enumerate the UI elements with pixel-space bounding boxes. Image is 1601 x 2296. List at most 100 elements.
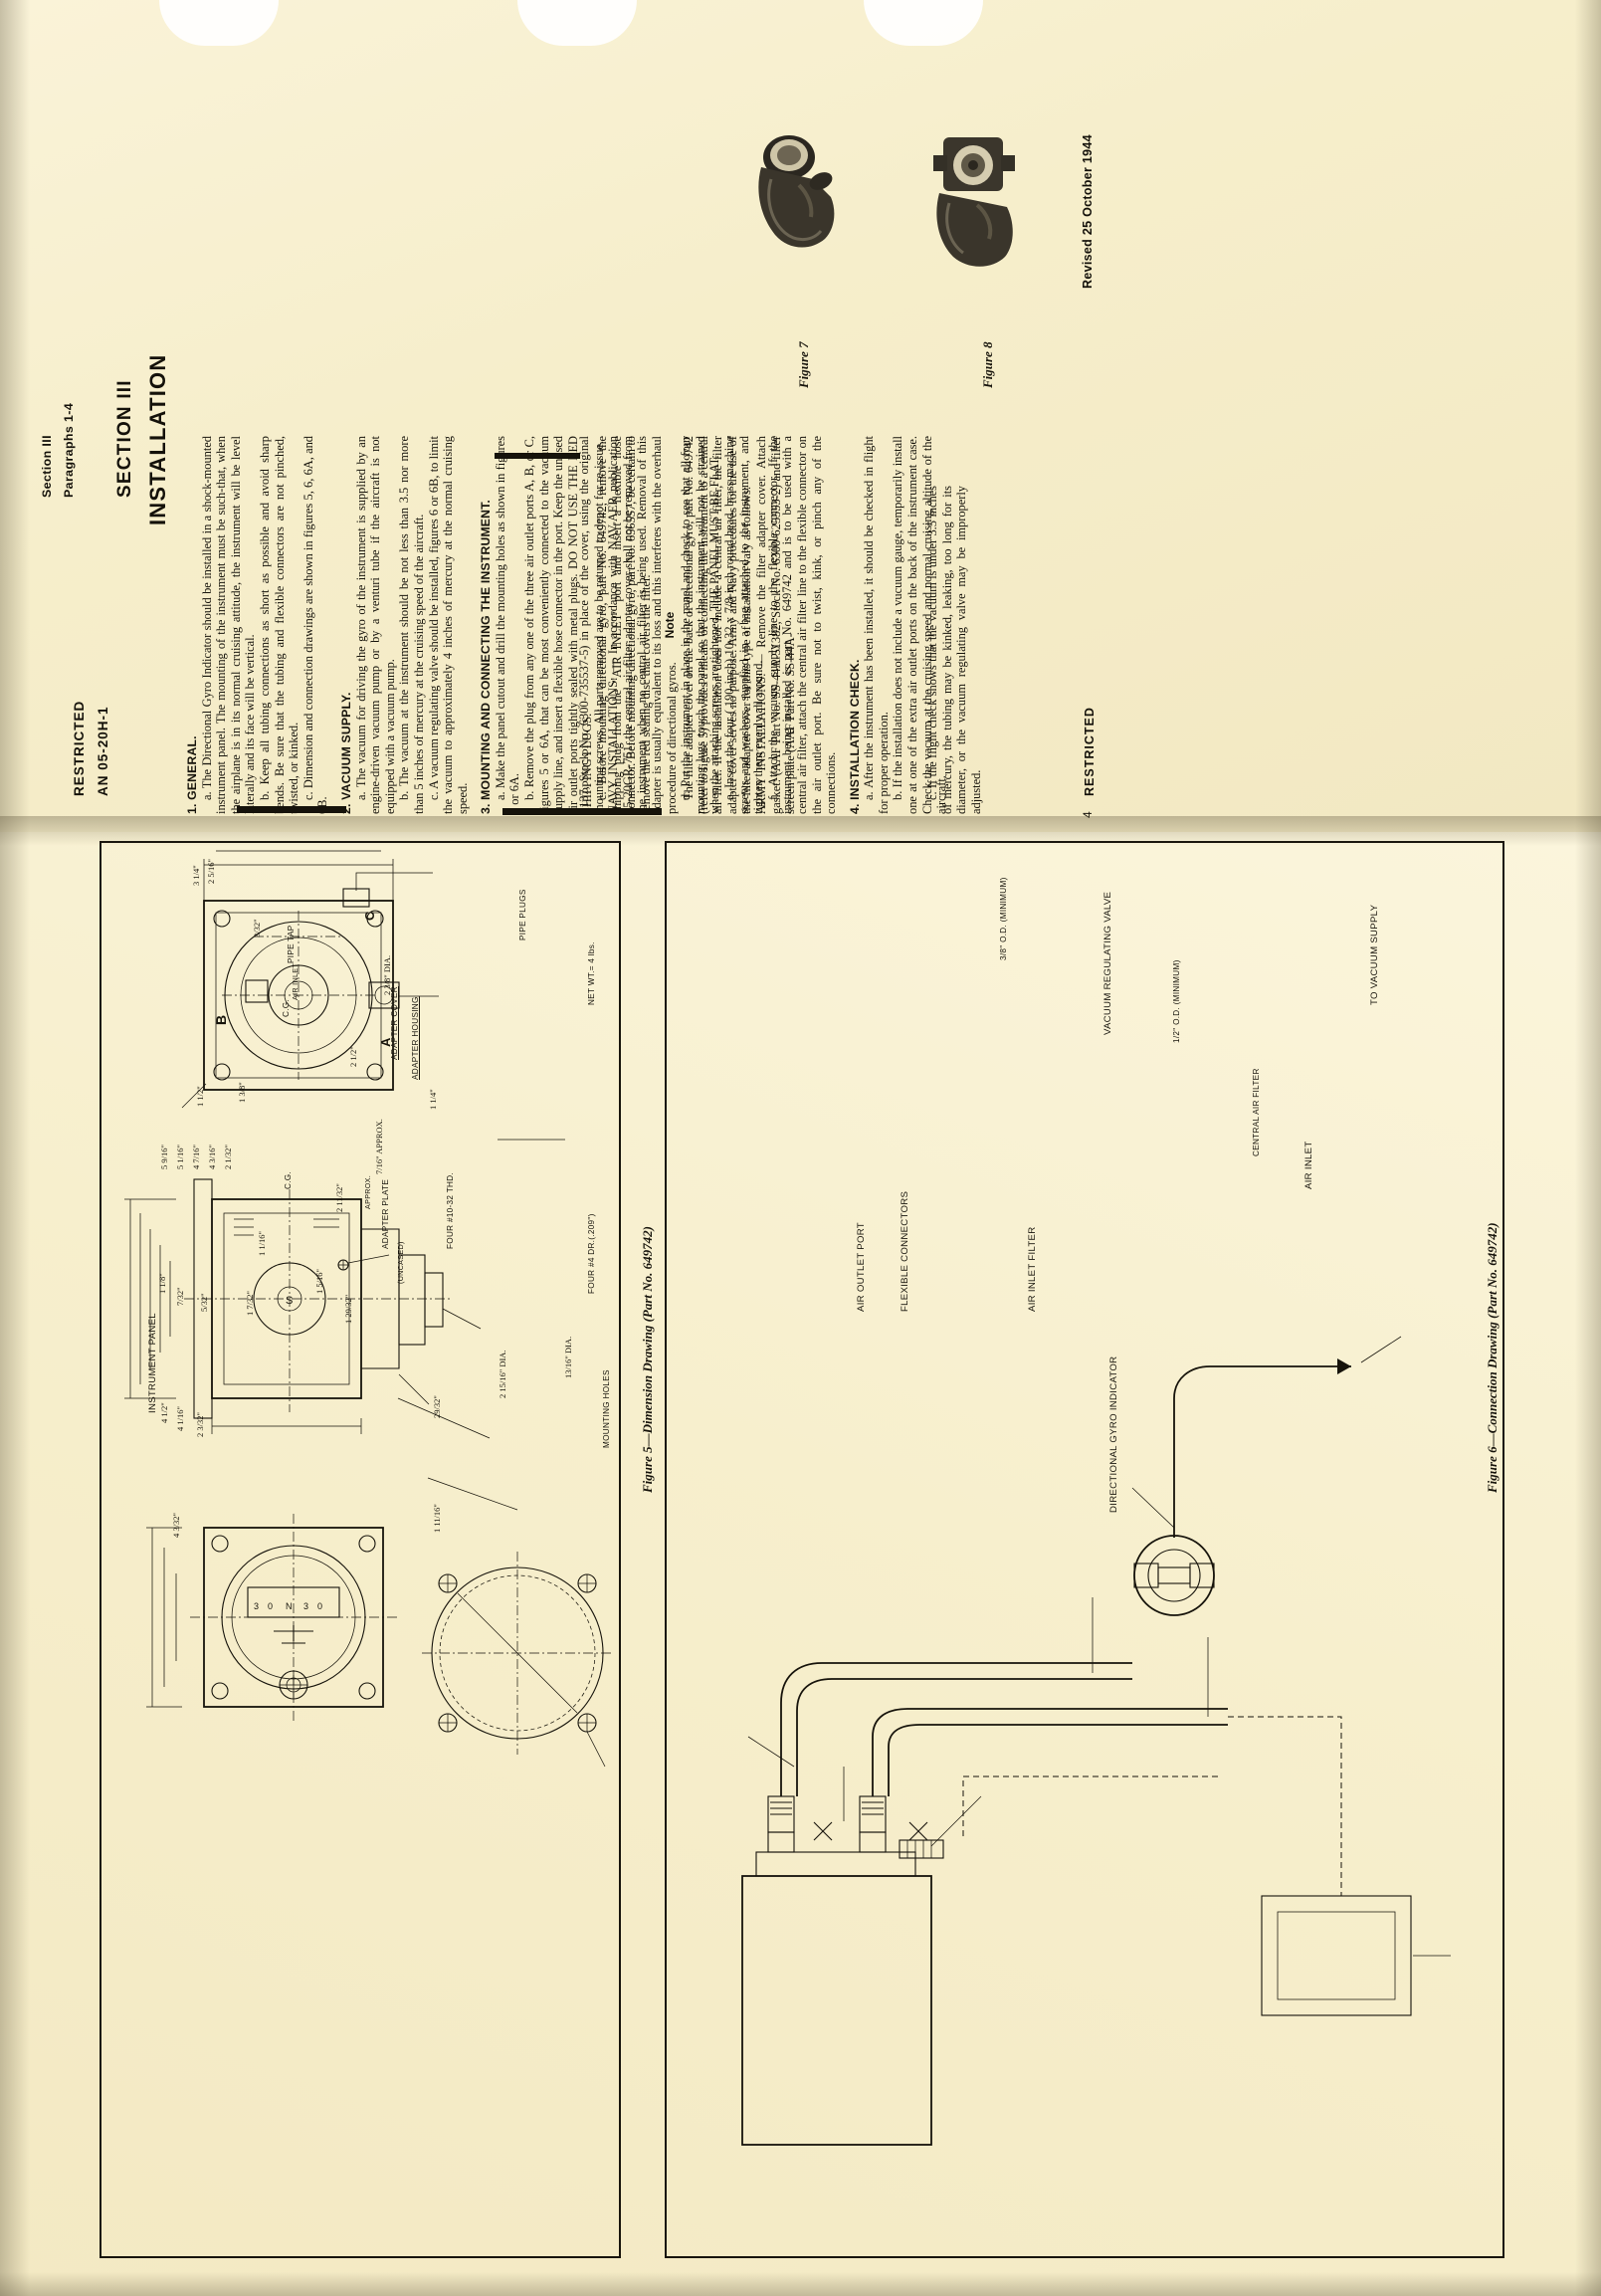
heading-vacuum-supply: 2. VACUUM SUPPLY. (338, 692, 353, 814)
dim-f5-20: 4 1/16" (175, 1406, 185, 1431)
dim-f5-29: 1 1/16" (257, 1231, 267, 1256)
svg-text:0: 0 (317, 1601, 322, 1611)
manual-number-header: AN 05-20H-1 (96, 706, 110, 796)
label-port-b: B (213, 1014, 229, 1025)
label-directional-gyro-indicator: DIRECTIONAL GYRO INDICATOR (1108, 1356, 1119, 1513)
label-approx: APPROX. (363, 1174, 372, 1209)
dim-f5-6: 1 1/4" (428, 1089, 438, 1110)
revision-date: Revised 25 October 1944 (1081, 134, 1095, 289)
figure-5-caption: Figure 5—Dimension Drawing (Part No. 649… (640, 1226, 655, 1493)
label-vacuum-regulating-valve: VACUUM REGULATING VALVE (1102, 891, 1113, 1035)
label-port-c: C (362, 911, 377, 921)
para-1a: a. The Directional Gyro Indicator should… (199, 436, 258, 814)
dim-f5-21: 2 3/32" (195, 1412, 205, 1437)
dim-f5-2: 2 5/16" (206, 859, 216, 884)
para-2c: c. A vacuum regulating valve should be i… (426, 436, 470, 814)
label-adapter-cover: ADAPTER COVER (390, 986, 399, 1060)
label-four-4-dr: FOUR #4 DR.(.209") (587, 1213, 596, 1294)
para-1c: c. Dimension and connection drawings are… (300, 436, 330, 814)
svg-text:3: 3 (254, 1601, 259, 1611)
label-uncased: (UNCASED) (396, 1241, 405, 1284)
figure-6-drawing (665, 841, 1501, 2254)
svg-text:3: 3 (303, 1601, 308, 1611)
figure-7-photo (741, 119, 851, 259)
dim-f5-15: 1 1/8" (157, 1273, 167, 1294)
section-title: SECTION III (114, 379, 135, 498)
figure-6-caption: Figure 6—Connection Drawing (Part No. 64… (1485, 1222, 1500, 1493)
heading-mounting: 3. MOUNTING AND CONNECTING THE INSTRUMEN… (479, 499, 494, 814)
label-mounting-holes: MOUNTING HOLES (602, 1369, 611, 1448)
heading-general: 1. GENERAL. (185, 735, 199, 814)
label-net-weight: NET WT.= 4 lbs. (587, 941, 596, 1005)
label-four-10-32: FOUR #10-32 THD. (446, 1172, 455, 1249)
label-od-min-1-2: 1/2" O.D. (MINIMUM) (1172, 959, 1181, 1043)
dim-f5-28: 2 1/2" (348, 1046, 358, 1067)
para-navy-installations: NAVY INSTALLATIONS: — In accordance with… (606, 436, 679, 814)
dim-f5-11: 2 1/32" (223, 1145, 233, 1169)
para-2b: b. The vacuum at the instrument should b… (397, 436, 426, 814)
heading-installation-check: 4. INSTALLATION CHECK. (847, 659, 862, 814)
dim-f5-24: 29/32" (432, 1395, 442, 1418)
dim-f5-22: 2 15/16" DIA. (498, 1350, 507, 1398)
section-subtitle: INSTALLATION (145, 353, 170, 525)
figure-8-caption: Figure 8 (980, 341, 995, 388)
label-od-min-3-8: 3/8" O.D. (MINIMUM) (999, 877, 1008, 960)
dim-f5-23: 13/16" DIA. (563, 1336, 573, 1378)
label-pipe-plugs: PIPE PLUGS (518, 889, 527, 940)
footer-classification: RESTRICTED (1083, 707, 1097, 796)
para-3a: a. Make the panel cutout and drill the m… (493, 436, 522, 814)
label-cg-top: C.G. (282, 998, 291, 1017)
rule-mid-upper (495, 453, 580, 459)
section-label: Section III (40, 435, 54, 498)
dim-f5-14: 1 5/16" (314, 1269, 324, 1294)
label-port-a: A (378, 1037, 393, 1047)
label-air-inlet: AIR INLET (291, 962, 300, 1000)
dim-f5-3: 3/32" (252, 919, 262, 938)
page-number: 4 (1081, 811, 1095, 818)
figure-5-panel (100, 841, 621, 2258)
dim-f5-10: 4 3/16" (207, 1145, 217, 1169)
column-2: 5137, Stock No. 6300-735537-5) in place … (577, 436, 949, 814)
svg-text:N: N (286, 1601, 293, 1611)
dim-f5-18: 1 29/32" (343, 1294, 353, 1324)
label-flexible-connectors: FLEXIBLE CONNECTORS (900, 1190, 910, 1312)
dim-f5-7: 5 9/16" (159, 1145, 169, 1169)
label-air-inlet-f6: AIR INLET (1303, 1141, 1314, 1189)
para-2a: a. The vacuum for driving the gyro of th… (353, 436, 397, 814)
dim-f5-12: 7/16" APPROX. (374, 1119, 384, 1174)
label-cg-side: C.G. (284, 1170, 293, 1189)
rule-mid-lower (502, 808, 662, 815)
para-3e: e. Insert the four (.190-inch) 10-32 x 7… (721, 436, 766, 814)
figure-8-photo (915, 119, 1035, 279)
svg-text:0: 0 (268, 1601, 273, 1611)
para-1b: b. Keep all tubing connections as short … (257, 436, 301, 814)
label-central-air-filter: CENTRAL AIR FILTER (1252, 1068, 1261, 1156)
figure-5-drawing: S (100, 841, 617, 2254)
label-instrument-panel: INSTRUMENT PANEL (147, 1313, 158, 1413)
para-3d: d. Put the instrument in place in the pa… (679, 436, 722, 814)
label-pipe-tap: PIPE TAP (287, 925, 296, 964)
dim-f5-19: 4 1/2" (159, 1402, 169, 1423)
classification-header: RESTRICTED (72, 700, 87, 796)
column-3: c. If the flight check shows that the va… (925, 486, 983, 814)
para-4c: c. If the flight check shows that the va… (925, 486, 983, 814)
label-to-vacuum-supply-1: TO VACUUM SUPPLY (1369, 904, 1380, 1005)
dim-f5-4: 2 3/8" DIA. (382, 954, 392, 995)
figure-7-caption: Figure 7 (796, 341, 811, 388)
dim-f5-27: 1 3/8" (237, 1082, 247, 1103)
paragraphs-label: Paragraphs 1-4 (62, 402, 76, 498)
para-4a: a. After the instrument has been install… (862, 436, 891, 814)
label-air-inlet-filter: AIR INLET FILTER (1027, 1226, 1038, 1312)
dim-f5-16: 7/32" (175, 1287, 185, 1306)
figure-6-panel (665, 841, 1504, 2258)
dim-f5-5: 1 1/2" (195, 1086, 205, 1107)
dim-f5-8: 5 1/16" (175, 1145, 185, 1169)
label-air-outlet-port: AIR OUTLET PORT (856, 1222, 867, 1312)
label-adapter-housing: ADAPTER HOUSING (411, 996, 420, 1080)
para-3f: f. Attach the vacuum supply line to the … (765, 436, 839, 814)
dim-f5-30: 1 11/16" (432, 1504, 442, 1533)
page-bottom-half (0, 832, 1601, 2296)
label-adapter-plate: ADAPTER PLATE (381, 1178, 390, 1249)
dim-f5-17: 5/32" (199, 1293, 209, 1312)
dim-f5-13: 2 11/32" (334, 1183, 344, 1212)
